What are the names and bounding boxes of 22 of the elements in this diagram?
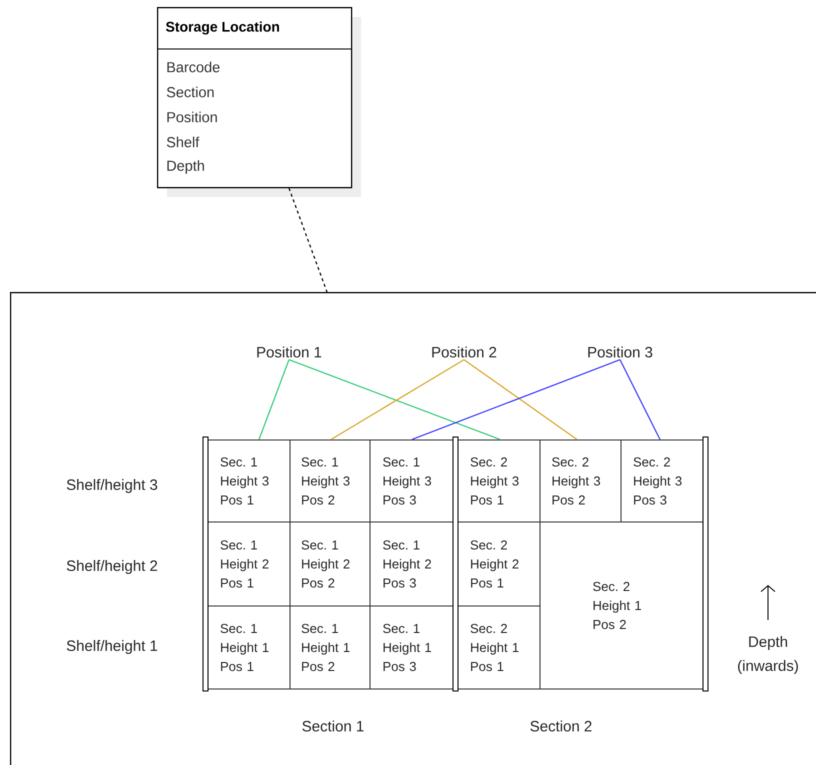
- connector-line: [330, 359, 464, 440]
- dimension-label: Shelf/height 2: [66, 560, 158, 574]
- position-label: Position 1: [257, 346, 322, 358]
- class-box: Storage Location Barcode Section Position Shelf Depth: [156, 7, 361, 197]
- connector-line: [464, 359, 578, 440]
- panel: [10, 292, 816, 765]
- shelf-cell: Sec. 1 Height 2 Pos 2: [290, 522, 370, 606]
- dimension-label: Shelf/height 3: [66, 479, 158, 493]
- shelf-cell: Sec. 1 Height 1 Pos 2: [290, 606, 370, 690]
- direction-label: Depth (inwards): [738, 636, 798, 674]
- section-label: Section 1: [302, 720, 364, 732]
- dimension-label: Shelf/height 1: [66, 640, 158, 654]
- position-label: Position 3: [588, 346, 652, 358]
- shelf-cell: Sec. 2 Height 3 Pos 2: [540, 440, 622, 522]
- position-label: Position 2: [432, 346, 496, 358]
- shelf-cell: Sec. 1 Height 3 Pos 2: [290, 440, 370, 522]
- connector-line: [288, 359, 500, 440]
- section-label: Section 2: [530, 720, 592, 732]
- leader-line: [288, 188, 328, 292]
- connector-line: [258, 360, 290, 440]
- connector-line: [412, 359, 620, 440]
- connector-line: [619, 359, 661, 440]
